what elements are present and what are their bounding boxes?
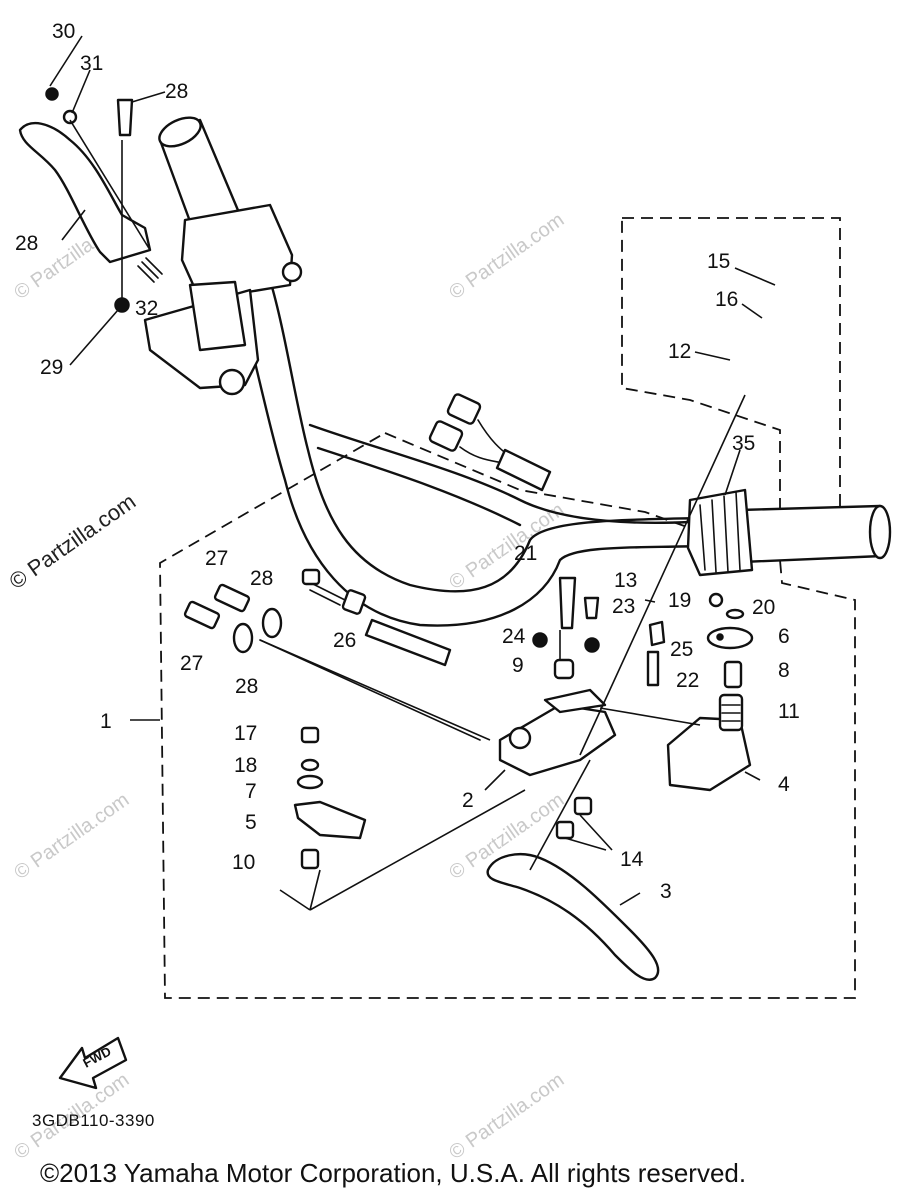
leader-lines <box>49 35 776 911</box>
callout-7: 7 <box>245 780 257 803</box>
callout-29: 28 <box>15 232 38 255</box>
callout-2: 2 <box>462 789 474 812</box>
callout-6: 6 <box>778 625 790 648</box>
bracket-parts <box>293 726 367 870</box>
switch-body-4 <box>666 660 752 792</box>
callout-32: 30 <box>52 20 75 43</box>
callout-16: 16 <box>715 288 738 311</box>
callout-28-bottom: 28 <box>235 675 258 698</box>
lever-3 <box>486 853 660 981</box>
callout-12: 12 <box>668 340 691 363</box>
lever-assembly-outline <box>159 431 856 999</box>
callout-23: 23 <box>612 595 635 618</box>
callout-5: 5 <box>245 811 257 834</box>
copyright-notice: ©2013 Yamaha Motor Corporation, U.S.A. A… <box>40 1158 747 1188</box>
callout-26: 26 <box>333 629 356 652</box>
callout-9: 9 <box>512 654 524 677</box>
cable-26 <box>183 568 481 741</box>
callout-14: 14 <box>620 848 644 871</box>
callout-11: 11 <box>778 700 800 723</box>
watermark: © Partzilla.com <box>445 209 568 304</box>
callout-10: 10 <box>232 851 255 874</box>
assembly-outlines <box>159 217 856 999</box>
callout-19: 19 <box>668 589 691 612</box>
callout-21: 21 <box>514 542 537 565</box>
callout-numbers: 30 31 28 28 32 29 15 16 12 35 21 13 19 2… <box>15 20 800 903</box>
callout-3: 3 <box>660 880 672 903</box>
callout-27-bottom: 27 <box>180 652 203 675</box>
callout-30: 28 <box>165 80 188 103</box>
watermark: © Partzilla.com <box>445 1069 568 1164</box>
callout-34: 32 <box>135 297 158 320</box>
switch-housing-35 <box>686 488 754 577</box>
callout-22: 22 <box>676 669 699 692</box>
wire-connectors <box>428 393 552 492</box>
switch-assembly-outline <box>621 217 841 549</box>
callout-1: 1 <box>100 710 112 733</box>
watermark-dark: © Partzilla.com <box>5 489 141 595</box>
callout-33: 31 <box>80 52 103 75</box>
callout-8: 8 <box>778 659 790 682</box>
fwd-arrow-icon: FWD <box>58 1036 128 1090</box>
callout-24: 24 <box>502 625 526 648</box>
watermark: © Partzilla.com <box>10 789 133 884</box>
callout-4: 4 <box>778 773 790 796</box>
callout-35: 35 <box>732 432 755 455</box>
callout-15: 15 <box>707 250 730 273</box>
callout-18: 18 <box>234 754 257 777</box>
callout-28-top: 28 <box>250 567 273 590</box>
left-lever-group <box>18 87 163 313</box>
callout-17: 17 <box>234 722 257 745</box>
handlebar <box>143 116 892 627</box>
lever-holder-2 <box>498 688 617 777</box>
callout-13: 13 <box>614 569 637 592</box>
callout-31: 29 <box>40 356 63 379</box>
small-hardware <box>532 576 754 840</box>
callout-20: 20 <box>752 596 775 619</box>
callout-25: 25 <box>670 638 693 661</box>
callout-27-top: 27 <box>205 547 228 570</box>
diagram-code: 3GDB110-3390 <box>32 1111 155 1130</box>
